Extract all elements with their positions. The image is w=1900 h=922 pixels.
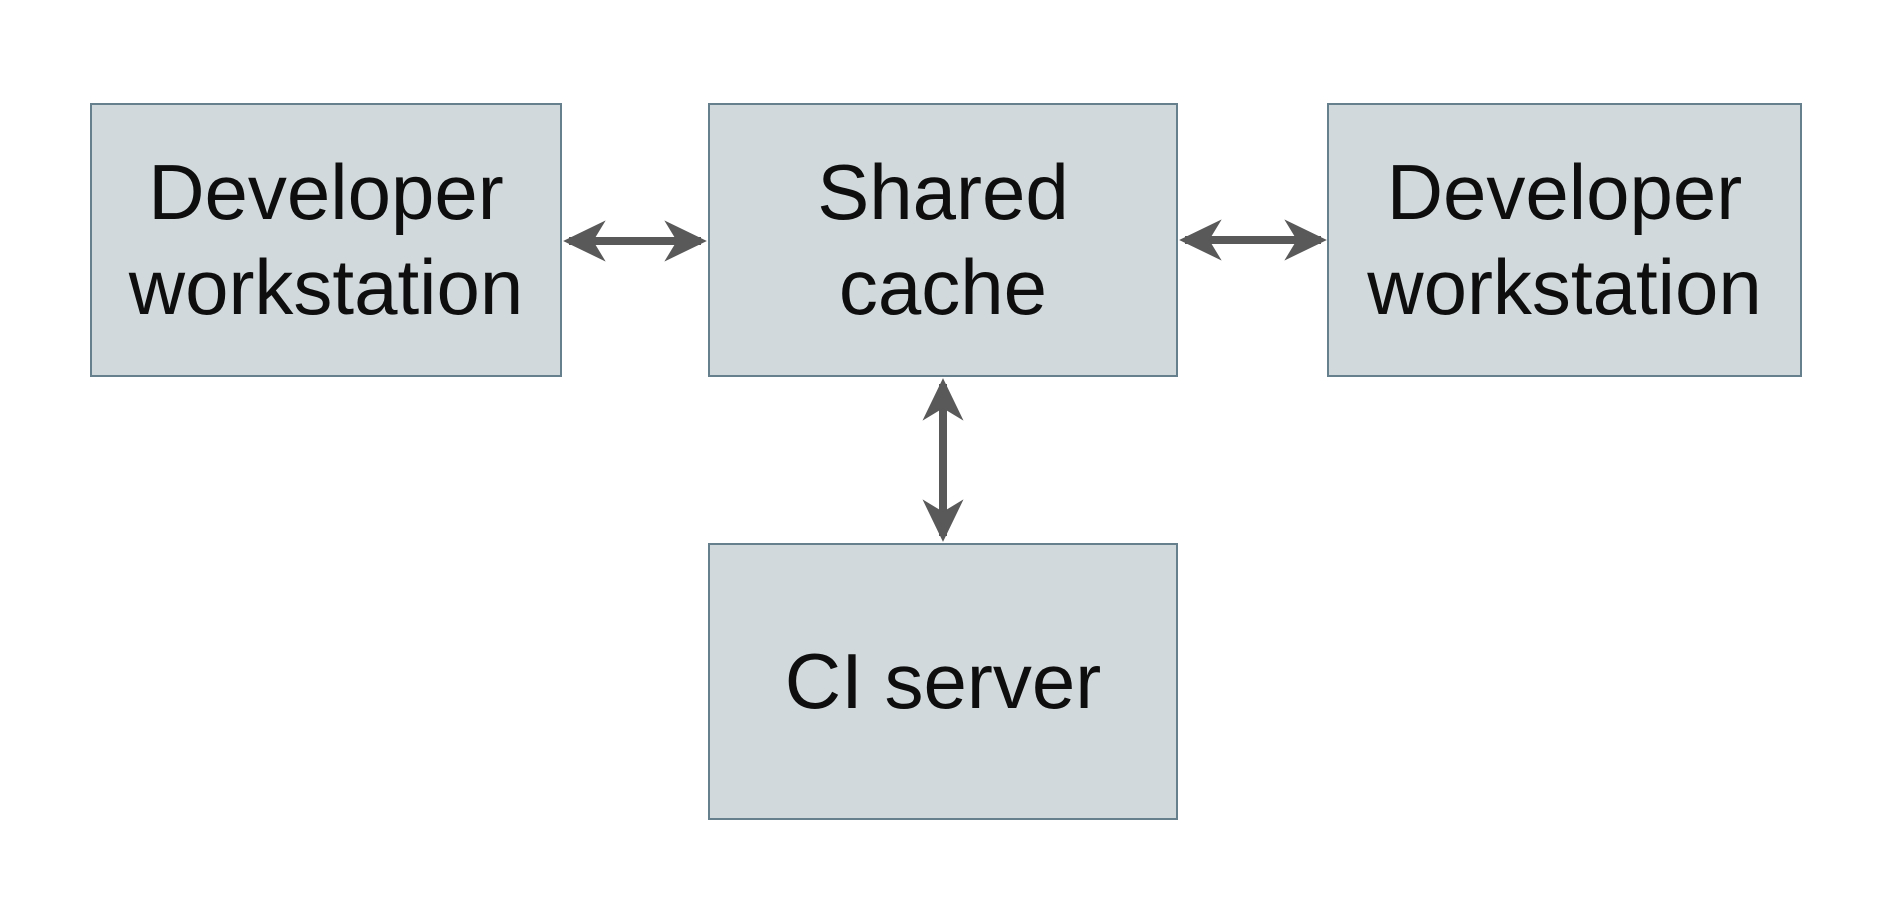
node-label-shared-cache: Shared cache <box>817 148 1069 331</box>
node-developer-workstation-left: Developer workstation <box>90 103 562 377</box>
node-label-developer-workstation-right: Developer workstation <box>1367 148 1762 331</box>
node-developer-workstation-right: Developer workstation <box>1327 103 1802 377</box>
node-ci-server: CI server <box>708 543 1178 820</box>
node-label-ci-server: CI server <box>784 637 1102 725</box>
node-shared-cache: Shared cache <box>708 103 1178 377</box>
node-label-developer-workstation-left: Developer workstation <box>128 148 524 331</box>
